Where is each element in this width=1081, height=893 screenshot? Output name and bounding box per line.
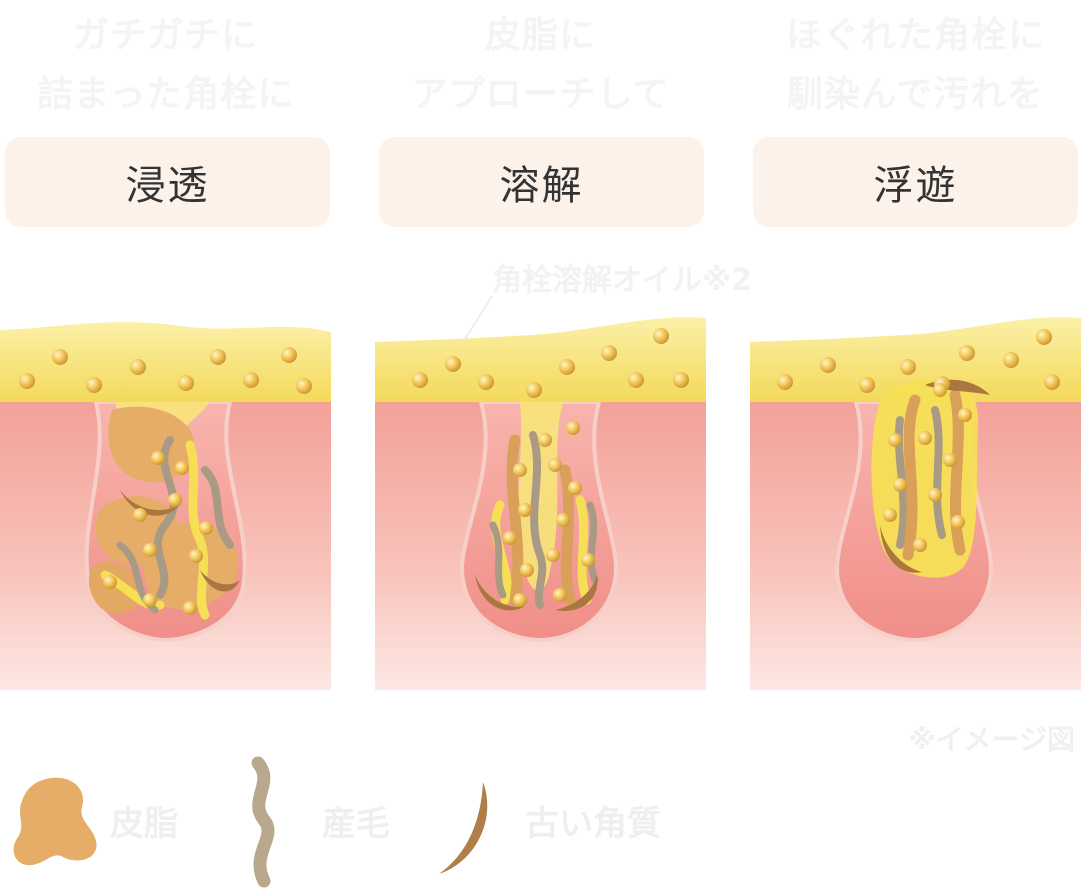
oil-layer <box>375 317 706 402</box>
pore-beads <box>883 383 972 552</box>
panel-floating <box>750 317 1081 690</box>
caption-2-line2: アプローチして <box>411 74 670 115</box>
keratin <box>880 525 922 573</box>
panel-dissolution <box>375 317 706 690</box>
caption-2: 皮脂に アプローチして <box>378 6 703 124</box>
legend-vellus-hair-label: 産毛 <box>322 804 390 844</box>
caption-2-line1: 皮脂に <box>484 15 596 56</box>
step-penetration: 浸透 <box>5 137 330 227</box>
oil-layer <box>750 317 1081 402</box>
sebum-icon <box>13 777 97 866</box>
oil-layer <box>0 322 331 402</box>
hair <box>201 466 234 549</box>
keratin <box>200 570 240 592</box>
caption-3-line1: ほぐれた角栓に <box>785 15 1045 56</box>
hair <box>489 521 507 599</box>
legend-sebum-label: 皮脂 <box>110 804 178 844</box>
keratin <box>555 575 598 611</box>
hair <box>586 501 599 584</box>
hair <box>931 406 946 539</box>
oil-streak <box>185 440 210 620</box>
step-floating: 浮遊 <box>753 137 1078 227</box>
oil-streak <box>575 495 592 605</box>
hair <box>153 436 178 599</box>
oil-beads <box>19 347 312 394</box>
image-note: ※イメージ図 <box>908 723 1075 756</box>
step-dissolution: 溶解 <box>379 137 704 227</box>
sebum-strand <box>949 389 966 556</box>
oil-stream <box>518 402 563 591</box>
legend-old-keratin-label: 古い角質 <box>525 804 661 844</box>
caption-3-line2: 馴染んで汚れを <box>786 74 1045 115</box>
hair <box>529 431 547 609</box>
caption-1-line2: 詰まった角栓に <box>36 74 295 115</box>
sebum-strand <box>559 464 576 606</box>
pore-beads <box>503 421 595 607</box>
vellus-hair-icon <box>251 756 275 888</box>
oil-beads <box>412 328 689 398</box>
pore-beads <box>103 451 213 615</box>
sebum-strand <box>506 434 524 606</box>
oil-callout-label: 角栓溶解オイル※2 <box>492 263 753 298</box>
sebum-strand <box>902 394 921 561</box>
panel-penetration <box>0 322 331 690</box>
keratin <box>120 490 180 516</box>
caption-1-line1: ガチガチに <box>72 15 258 56</box>
sebum-clump <box>108 406 195 483</box>
caption-3: ほぐれた角栓に 馴染んで汚れを <box>753 6 1078 124</box>
caption-1: ガチガチに 詰まった角栓に <box>3 6 328 124</box>
old-keratin-icon <box>439 782 488 874</box>
